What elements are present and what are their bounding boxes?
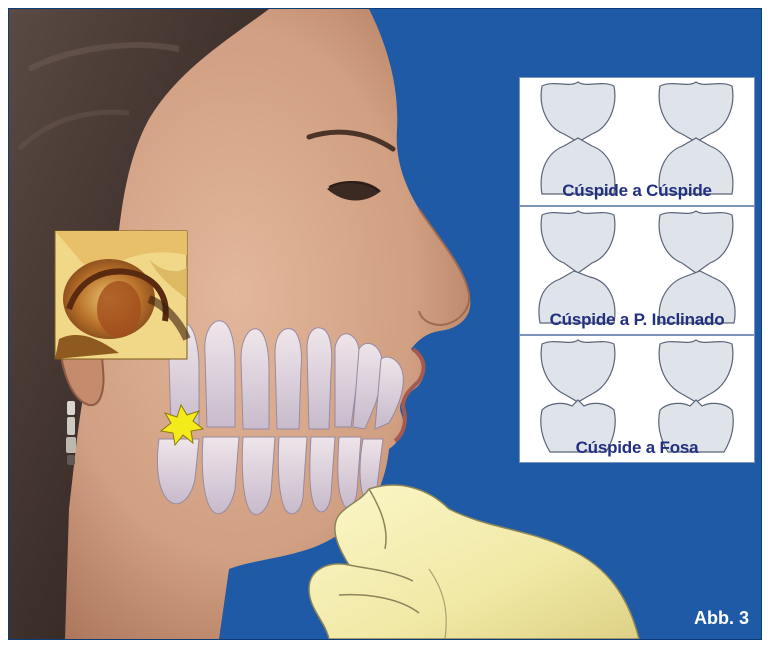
occlusion-panel-cusp-to-incline: Cúspide a P. Inclinado bbox=[519, 206, 755, 335]
occlusion-panel-cusp-to-cusp: Cúspide a Cúspide bbox=[519, 77, 755, 206]
occlusion-panel-cusp-to-fossa: Cúspide a Fosa bbox=[519, 335, 755, 463]
panel-label: Cúspide a P. Inclinado bbox=[520, 310, 754, 330]
gloved-hand bbox=[309, 485, 639, 639]
panel-label: Cúspide a Cúspide bbox=[520, 181, 754, 201]
panel-label: Cúspide a Fosa bbox=[520, 438, 754, 458]
tmj-section-image bbox=[55, 231, 187, 359]
figure-frame: Cúspide a Cúspide Cúspide a P. Inclinado… bbox=[8, 8, 762, 640]
figure-number: Abb. 3 bbox=[694, 608, 749, 629]
